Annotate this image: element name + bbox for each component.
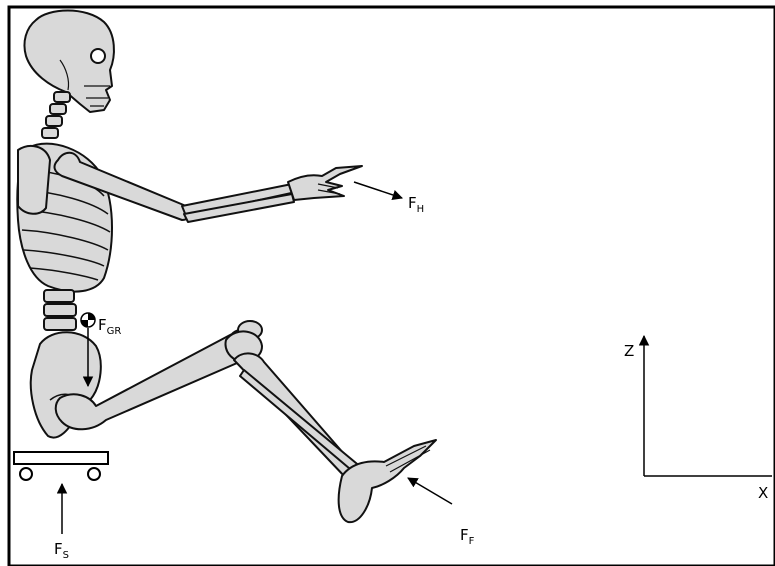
foot-force-label: FF [460,528,474,547]
forearm [182,184,296,222]
lumbar-spine [44,290,76,330]
hand-force-label: FH [408,196,424,215]
seat [14,452,108,480]
seated-skeleton [17,11,436,523]
hand-force-label-main: F [408,194,417,212]
foot-force-arrow [408,478,452,504]
foot-force-label-sub: F [469,536,475,547]
hand [288,166,362,200]
hand-force-label-sub: H [417,204,425,215]
seat-platform [14,452,108,464]
seat-wheel-left [20,468,32,480]
z-axis-label: Z [624,344,634,359]
seat-wheel-right [88,468,100,480]
gravity-force-label-sub: GR [107,326,122,337]
gravity-force-label: FGR [98,318,121,337]
foot-force-label-main: F [460,526,469,544]
x-axis-label: X [758,486,768,501]
seat-force-label-sub: S [63,550,69,561]
foot [339,440,436,522]
center-of-gravity-marker [81,313,95,327]
seat-force-label-main: F [54,540,63,558]
seat-force-label: FS [54,542,69,561]
tibia-fibula [234,353,362,478]
cervical-spine [42,92,70,138]
diagram-border [9,7,775,566]
gravity-force-label-main: F [98,316,107,334]
hand-force-arrow [354,182,402,198]
